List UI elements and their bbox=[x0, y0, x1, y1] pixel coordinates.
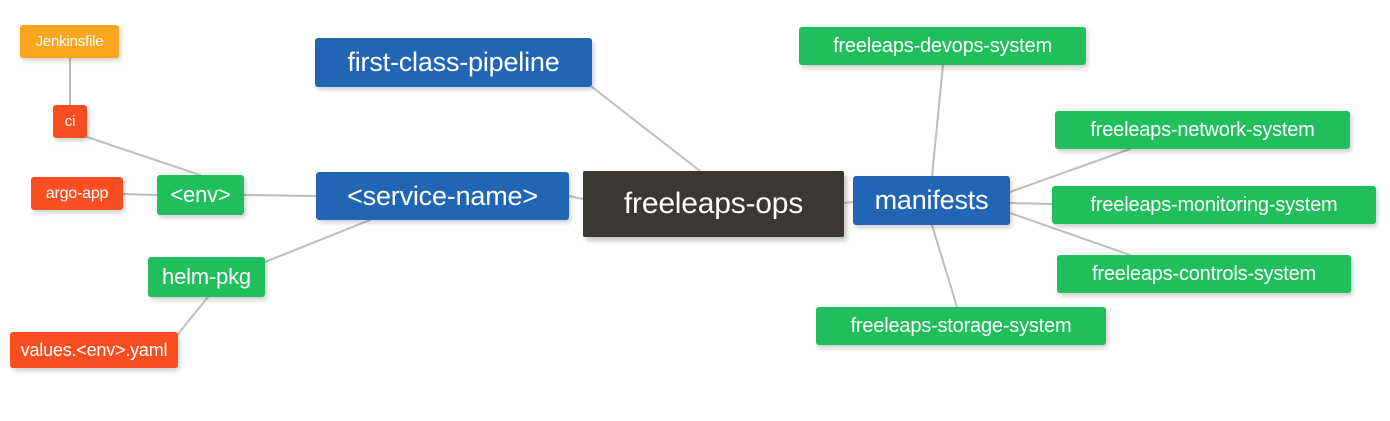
edge-manifests-to-freeleaps-storage-system bbox=[931, 224, 958, 308]
mindmap-node-freeleaps-controls-system[interactable]: freeleaps-controls-system bbox=[1057, 255, 1351, 293]
edge-helm-pkg-to-service-name bbox=[264, 219, 371, 263]
edge-freeleaps-ops-to-manifests bbox=[843, 201, 854, 204]
mindmap-node-jenkinsfile[interactable]: Jenkinsfile bbox=[20, 25, 119, 58]
mindmap-node-manifests[interactable]: manifests bbox=[853, 176, 1010, 225]
mindmap-node-freeleaps-monitoring-system[interactable]: freeleaps-monitoring-system bbox=[1052, 186, 1376, 224]
edge-manifests-to-freeleaps-devops-system bbox=[931, 64, 944, 177]
mindmap-node-service-name[interactable]: <service-name> bbox=[316, 172, 569, 220]
mindmap-node-freeleaps-storage-system[interactable]: freeleaps-storage-system bbox=[816, 307, 1106, 345]
edge-values-env-yaml-to-helm-pkg bbox=[177, 296, 209, 335]
edge-env-to-service-name bbox=[243, 194, 317, 197]
edge-first-class-pipeline-to-freeleaps-ops bbox=[591, 86, 701, 172]
mindmap-node-freeleaps-devops-system[interactable]: freeleaps-devops-system bbox=[799, 27, 1086, 65]
edge-argo-app-to-env bbox=[122, 193, 158, 196]
mindmap-node-ci[interactable]: ci bbox=[53, 105, 87, 138]
mindmap-node-freeleaps-ops[interactable]: freeleaps-ops bbox=[583, 171, 844, 237]
mindmap-node-values-env-yaml[interactable]: values.<env>.yaml bbox=[10, 332, 178, 368]
mindmap-node-helm-pkg[interactable]: helm-pkg bbox=[148, 257, 265, 297]
mindmap-node-argo-app[interactable]: argo-app bbox=[31, 177, 123, 210]
mindmap-node-first-class-pipeline[interactable]: first-class-pipeline bbox=[315, 38, 592, 87]
edge-ci-to-env bbox=[86, 136, 201, 176]
edge-service-name-to-freeleaps-ops bbox=[568, 195, 584, 200]
mindmap-node-freeleaps-network-system[interactable]: freeleaps-network-system bbox=[1055, 111, 1350, 149]
edge-manifests-to-freeleaps-monitoring-system bbox=[1009, 202, 1053, 205]
mindmap-node-env[interactable]: <env> bbox=[157, 175, 244, 215]
